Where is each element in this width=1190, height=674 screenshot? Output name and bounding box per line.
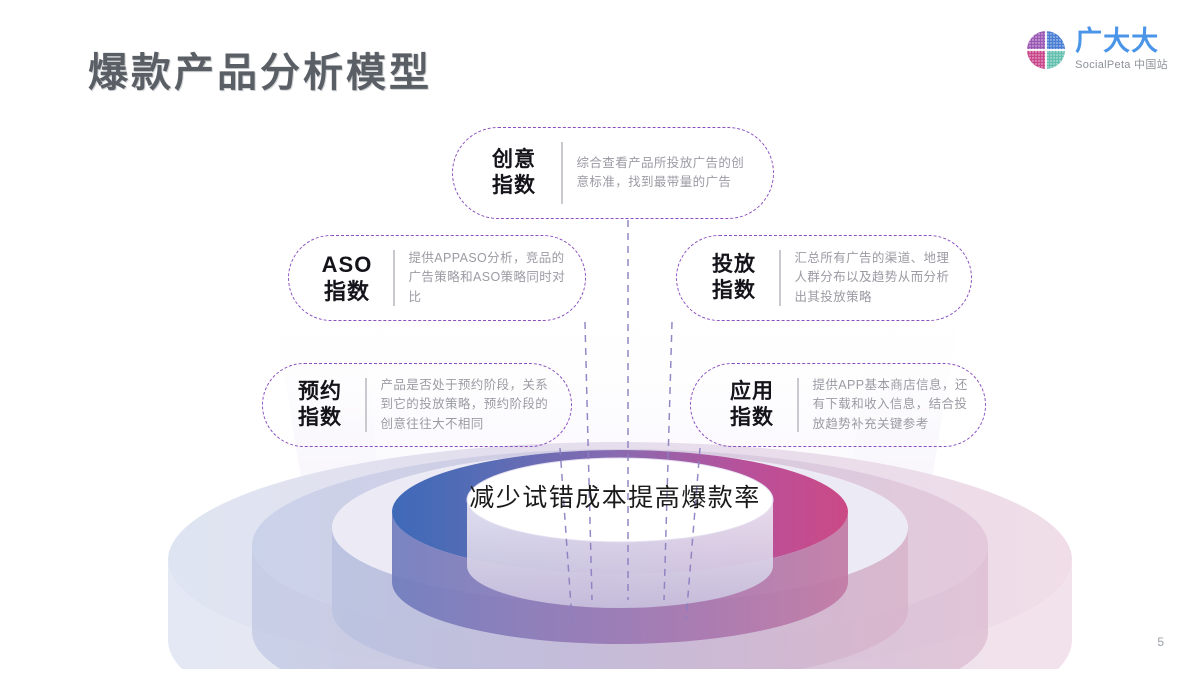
brand-name: 广大大	[1075, 26, 1160, 56]
index-card-aso[interactable]: ASO 指数 提供APPASO分析，竞品的广告策略和ASO策略同时对比	[288, 235, 586, 321]
card-title: 预约 指数	[298, 379, 342, 429]
index-card-reserve[interactable]: 预约 指数 产品是否处于预约阶段，关系到它的投放策略，预约阶段的创意往往大不相同	[262, 363, 572, 447]
card-description: 综合查看产品所投放广告的创意标准，找到最带量的广告	[576, 155, 745, 189]
card-description: 产品是否处于预约阶段，关系到它的投放策略，预约阶段的创意往往大不相同	[380, 377, 549, 431]
card-description: 提供APPASO分析，竞品的广告策略和ASO策略同时对比	[408, 250, 566, 304]
card-divider	[797, 378, 799, 432]
card-description: 汇总所有广告的渠道、地理人群分布以及趋势从而分析出其投放策略	[794, 250, 950, 304]
page-number: 5	[1157, 635, 1164, 649]
card-title: ASO 指数	[321, 251, 373, 305]
page-title: 爆款产品分析模型	[88, 51, 432, 95]
index-card-app[interactable]: 应用 指数 提供APP基本商店信息，还有下载和收入信息，结合投放趋势补充关键参考	[690, 363, 986, 447]
four-quadrant-circle-icon	[1026, 29, 1067, 70]
card-description: 提供APP基本商店信息，还有下载和收入信息，结合投放趋势补充关键参考	[812, 377, 968, 431]
brand-logo: 广大大 SocialPeta 中国站	[1026, 28, 1168, 71]
index-card-creative[interactable]: 创意 指数 综合查看产品所投放广告的创意标准，找到最带量的广告	[452, 127, 774, 219]
card-title: 创意 指数	[492, 147, 536, 197]
card-divider	[561, 142, 563, 204]
card-title: 应用 指数	[730, 379, 774, 429]
index-card-delivery[interactable]: 投放 指数 汇总所有广告的渠道、地理人群分布以及趋势从而分析出其投放策略	[676, 235, 972, 321]
center-label: 减少试错成本提高爆款率	[469, 484, 761, 512]
card-divider	[393, 250, 395, 306]
card-divider	[365, 378, 367, 432]
card-title: 投放 指数	[712, 252, 756, 302]
brand-subtitle: SocialPeta 中国站	[1075, 59, 1168, 71]
card-divider	[779, 250, 781, 306]
